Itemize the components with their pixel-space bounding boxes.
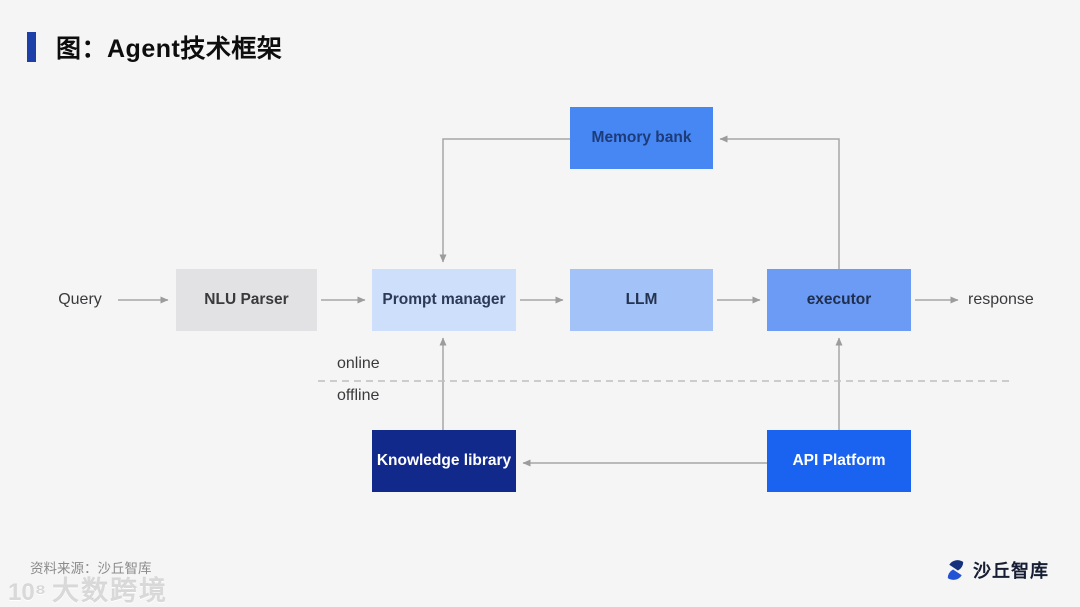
brand-logo: 沙丘智库: [944, 557, 1049, 583]
brand-name: 沙丘智库: [973, 561, 1049, 581]
node-executor: executor: [767, 269, 911, 331]
node-prompt-manager-label: Prompt manager: [382, 291, 506, 308]
node-llm-label: LLM: [625, 291, 658, 308]
node-knowledge-library: Knowledge library: [372, 430, 516, 492]
node-nlu-parser-label: NLU Parser: [204, 291, 289, 308]
node-memory-bank: Memory bank: [570, 107, 713, 169]
watermark-text: 大数跨境: [52, 576, 169, 606]
page-title: 图：Agent技术框架: [56, 35, 283, 63]
source-note: 资料来源：沙丘智库: [30, 561, 152, 576]
offline-zone-label: offline: [337, 387, 380, 404]
node-nlu-parser: NLU Parser: [176, 269, 317, 331]
node-prompt-manager: Prompt manager: [372, 269, 516, 331]
online-zone-label: online: [337, 355, 380, 372]
node-llm: LLM: [570, 269, 713, 331]
response-label: response: [968, 291, 1034, 308]
watermark-logo-icon: 10⁸: [8, 579, 47, 606]
node-executor-label: executor: [806, 291, 872, 308]
title-accent-bar: [27, 32, 36, 62]
node-memory-bank-label: Memory bank: [591, 129, 692, 146]
node-knowledge-library-label: Knowledge library: [376, 452, 512, 469]
query-label: Query: [58, 291, 102, 308]
node-api-platform-label: API Platform: [792, 452, 886, 469]
brand-s-icon: [947, 560, 964, 580]
node-api-platform: API Platform: [767, 430, 911, 492]
